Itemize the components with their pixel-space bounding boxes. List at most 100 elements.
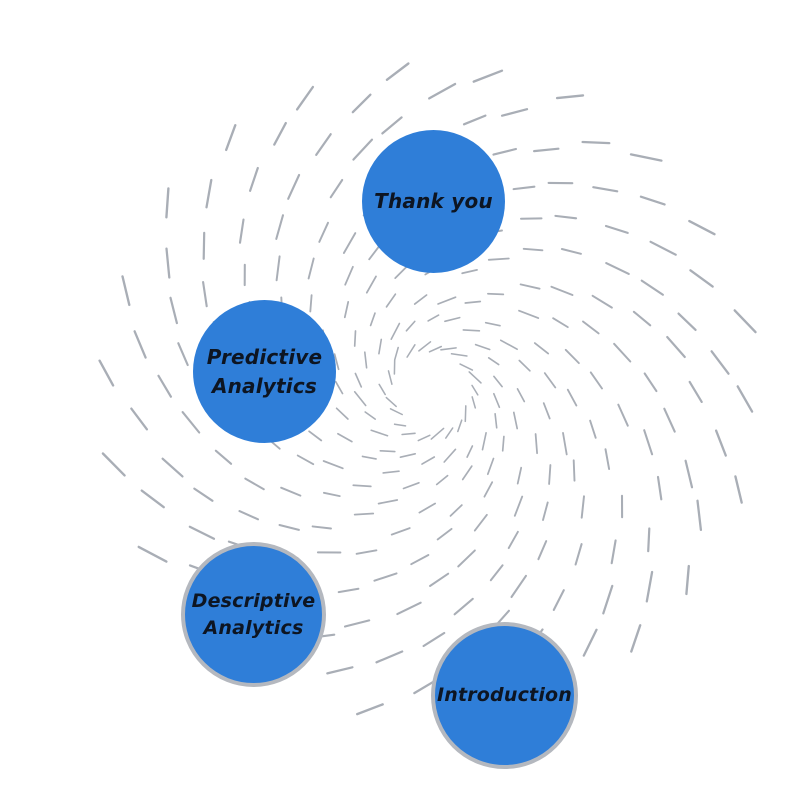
swirl-dash bbox=[629, 153, 663, 162]
swirl-dash bbox=[430, 427, 445, 440]
swirl-dash bbox=[471, 384, 479, 396]
swirl-dash bbox=[98, 359, 115, 387]
swirl-dash bbox=[344, 265, 354, 286]
swirl-dash bbox=[385, 396, 397, 408]
swirl-dash bbox=[363, 351, 368, 369]
swirl-dash bbox=[342, 232, 357, 254]
swirl-dash bbox=[647, 527, 651, 553]
swirl-dash bbox=[353, 390, 367, 407]
swirl-dash bbox=[513, 495, 524, 517]
swirl-dash bbox=[532, 147, 560, 153]
swirl-dash bbox=[564, 348, 580, 365]
swirl-dash bbox=[309, 294, 313, 313]
swirl-dash bbox=[472, 69, 504, 83]
swirl-dash bbox=[413, 294, 428, 305]
swirl-dash bbox=[287, 173, 301, 200]
swirl-dash bbox=[370, 429, 389, 437]
swirl-dash bbox=[238, 510, 260, 521]
swirl-dash bbox=[343, 301, 350, 319]
swirl-dash bbox=[487, 292, 505, 296]
swirl-dash bbox=[275, 255, 281, 282]
swirl-dash bbox=[581, 140, 611, 145]
swirl-dash bbox=[533, 342, 550, 355]
swirl-dash bbox=[436, 527, 453, 541]
swirl-dash bbox=[464, 405, 467, 423]
swirl-dash bbox=[484, 321, 501, 327]
swirl-dash bbox=[225, 124, 237, 152]
swirl-dash bbox=[461, 465, 473, 481]
swirl-dash bbox=[355, 549, 378, 555]
swirl-dash bbox=[378, 338, 383, 355]
swirl-dash bbox=[354, 372, 363, 388]
swirl-dash bbox=[188, 525, 216, 540]
swirl-dash bbox=[377, 499, 399, 505]
swirl-dash bbox=[734, 475, 743, 504]
swirl-dash bbox=[592, 186, 619, 193]
swirl-dash bbox=[385, 293, 397, 308]
swirl-dash bbox=[445, 427, 454, 439]
swirl-dash bbox=[453, 597, 474, 616]
swirl-dash bbox=[352, 138, 374, 161]
swirl-dash bbox=[632, 310, 652, 327]
swirl-dash bbox=[512, 411, 519, 430]
swirl-dash bbox=[202, 231, 206, 260]
swirl-dash bbox=[519, 283, 541, 290]
swirl-dash bbox=[351, 93, 372, 114]
swirl-dash bbox=[474, 343, 491, 351]
swirl-dash bbox=[574, 543, 583, 566]
swirl-dash bbox=[280, 486, 302, 497]
swirl-dash bbox=[689, 269, 714, 288]
swirl-dash bbox=[322, 491, 341, 498]
swirl-dash bbox=[486, 457, 495, 476]
swirl-dash bbox=[390, 322, 401, 341]
swirl-dash bbox=[296, 454, 315, 466]
swirl-dash bbox=[733, 309, 757, 334]
thank-you-node[interactable]: Thank you bbox=[362, 130, 505, 273]
swirl-dash bbox=[605, 262, 630, 275]
swirl-dash bbox=[333, 353, 340, 371]
swirl-dash bbox=[322, 460, 344, 470]
swirl-dash bbox=[582, 320, 600, 335]
swirl-dash bbox=[428, 82, 457, 100]
swirl-dash bbox=[133, 330, 147, 359]
swirl-dash bbox=[610, 539, 617, 565]
swirl-dash bbox=[410, 554, 430, 566]
swirl-dash bbox=[205, 178, 213, 209]
swirl-dash bbox=[468, 371, 482, 384]
swirl-dash bbox=[238, 218, 245, 244]
swirl-dash bbox=[492, 147, 517, 156]
predictive-analytics-label: Predictive Analytics bbox=[206, 344, 323, 398]
swirl-dash bbox=[617, 403, 629, 427]
swirl-dash bbox=[522, 247, 544, 252]
descriptive-analytics-node[interactable]: Descriptive Analytics bbox=[181, 542, 326, 687]
swirl-dash bbox=[202, 281, 208, 308]
swirl-dash bbox=[352, 484, 372, 488]
swirl-dash bbox=[418, 341, 432, 352]
swirl-dash bbox=[518, 359, 531, 372]
swirl-dash bbox=[295, 85, 315, 111]
swirl-dash bbox=[435, 474, 449, 486]
swirl-dash bbox=[421, 456, 436, 465]
swirl-dash bbox=[273, 121, 287, 146]
swirl-dash bbox=[518, 309, 540, 319]
swirl-dash bbox=[550, 285, 574, 296]
swirl-dash bbox=[329, 178, 344, 199]
swirl-dash bbox=[516, 388, 526, 403]
swirl-dash bbox=[481, 431, 487, 451]
swirl-dash bbox=[582, 628, 598, 657]
swirl-dash bbox=[548, 464, 552, 485]
swirl-dash bbox=[473, 513, 488, 532]
swirl-dash bbox=[373, 572, 398, 582]
swirl-dash bbox=[688, 219, 716, 236]
swirl-dash bbox=[394, 346, 399, 361]
swirl-dash bbox=[688, 380, 703, 403]
swirl-dash bbox=[589, 419, 597, 439]
predictive-analytics-node[interactable]: Predictive Analytics bbox=[193, 300, 336, 443]
swirl-dash bbox=[602, 584, 614, 615]
swirl-dash bbox=[385, 62, 410, 81]
swirl-dash bbox=[343, 619, 371, 628]
swirl-dash bbox=[130, 407, 149, 431]
introduction-node[interactable]: Introduction bbox=[431, 622, 578, 769]
swirl-dash bbox=[534, 433, 538, 455]
swirl-dash bbox=[389, 408, 403, 416]
